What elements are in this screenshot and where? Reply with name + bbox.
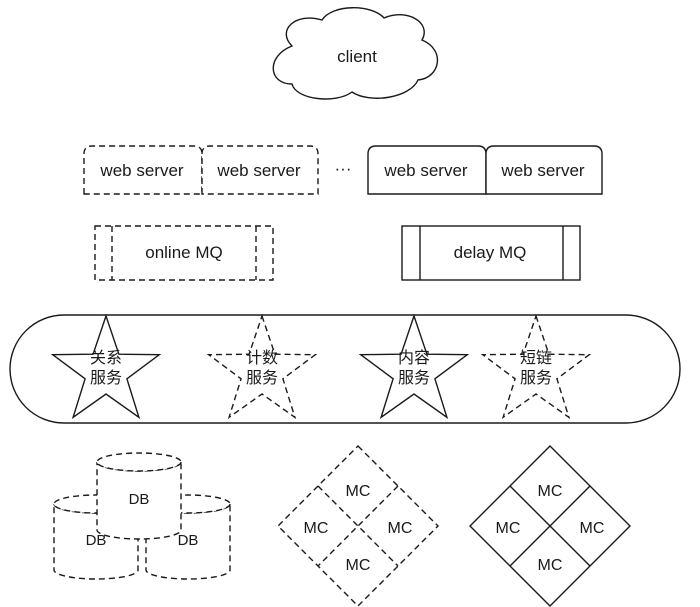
- cylinder-top: [96, 452, 182, 472]
- queue-box: [94, 225, 274, 281]
- cache-divider: [317, 485, 399, 567]
- cache-node-label: MC: [496, 520, 521, 537]
- database-label: DB: [129, 491, 150, 508]
- web-server-label: web server: [383, 161, 467, 180]
- cache-diamond: [277, 445, 439, 607]
- service-label: 关系: [90, 348, 122, 367]
- star-shape: [206, 313, 318, 420]
- cache-node-label: MC: [304, 520, 329, 537]
- service-label: 服务: [246, 368, 278, 387]
- service-label: 短链: [520, 348, 552, 367]
- delay-mq: delay MQ: [401, 225, 581, 281]
- cache-cluster: MC MC MC MC: [277, 445, 439, 607]
- cache-node-label: MC: [346, 483, 371, 500]
- database-label: DB: [178, 532, 199, 549]
- client-cloud: client: [272, 7, 439, 100]
- cache-node-label: MC: [388, 520, 413, 537]
- web-server-box: [201, 145, 319, 195]
- cache-node-label: MC: [538, 483, 563, 500]
- online-mq: online MQ: [94, 225, 274, 281]
- star-shape: [358, 313, 470, 420]
- client-label: client: [337, 47, 377, 66]
- service-label: 服务: [90, 368, 122, 387]
- database-node: DB: [96, 452, 182, 540]
- star-shape: [50, 313, 162, 420]
- web-server-box: [485, 145, 603, 195]
- service-label: 服务: [398, 368, 430, 387]
- service-label: 服务: [520, 368, 552, 387]
- online-mq-label: online MQ: [145, 243, 222, 262]
- queue-box: [401, 225, 581, 281]
- web-server-label: web server: [500, 161, 584, 180]
- database-label: DB: [86, 532, 107, 549]
- web-server-row: web server web server ··· web server web…: [83, 145, 603, 195]
- web-server-label: web server: [216, 161, 300, 180]
- delay-mq-label: delay MQ: [454, 243, 527, 262]
- cloud-shape: [272, 7, 439, 100]
- cache-divider: [509, 485, 591, 567]
- cache-node-label: MC: [538, 557, 563, 574]
- service-label: 计数: [246, 348, 278, 367]
- database-cluster: DB DB DB: [53, 452, 231, 580]
- web-server-label: web server: [99, 161, 183, 180]
- cache-clusters: MC MC MC MC MC MC MC MC: [277, 445, 631, 607]
- star-shape: [480, 313, 592, 420]
- cache-node-label: MC: [580, 520, 605, 537]
- cache-node-label: MC: [346, 557, 371, 574]
- service-label: 内容: [398, 348, 430, 367]
- cache-divider: [317, 485, 399, 567]
- cache-cluster: MC MC MC MC: [469, 445, 631, 607]
- ellipsis: ···: [335, 159, 352, 178]
